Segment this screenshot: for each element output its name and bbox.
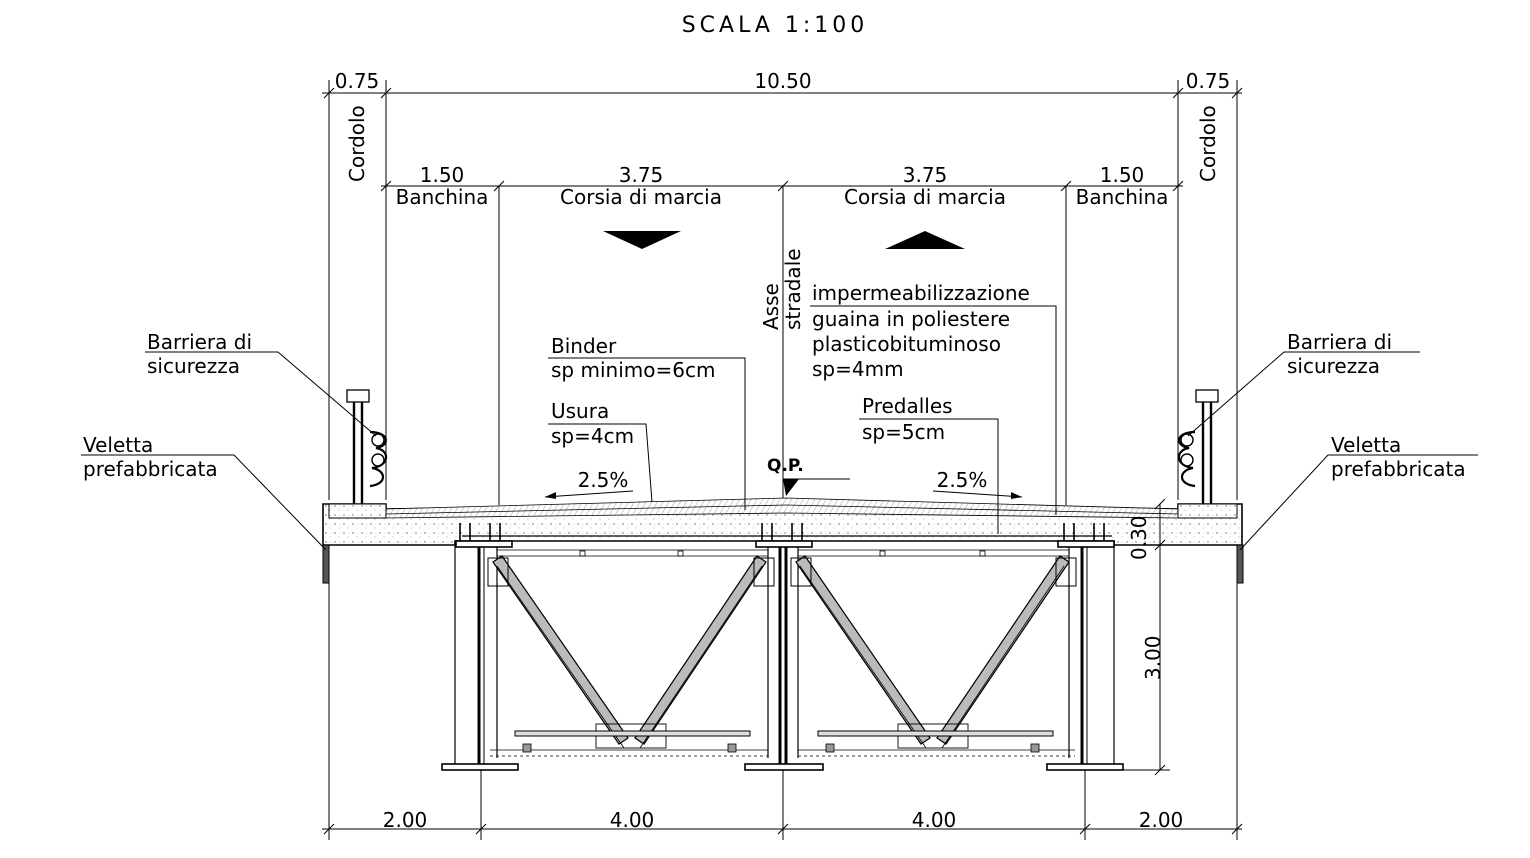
label-predalles-2: sp=5cm	[862, 420, 945, 444]
label-cordolo-left: Cordolo	[345, 105, 369, 182]
label-binder-2: sp minimo=6cm	[551, 358, 715, 382]
dim-shoulder-right: 1.50	[1100, 163, 1145, 187]
label-imperm-1: impermeabilizzazione	[812, 281, 1030, 305]
label-barriera-left-1: Barriera di	[147, 330, 252, 354]
leader-usura	[548, 423, 653, 503]
dim-bottom-4: 2.00	[1139, 808, 1184, 832]
label-veletta-right-1: Veletta	[1331, 433, 1401, 457]
bottom-dimension-line	[322, 583, 1243, 840]
label-corsia-right: Corsia di marcia	[844, 185, 1006, 209]
top-dimension-line	[322, 80, 1243, 500]
label-barriera-right-2: sicurezza	[1287, 354, 1380, 378]
label-veletta-left-1: Veletta	[83, 433, 153, 457]
label-usura-2: sp=4cm	[551, 424, 634, 448]
label-veletta-left-2: prefabbricata	[83, 457, 218, 481]
direction-arrow-up-icon	[885, 231, 965, 249]
dim-curb-right: 0.75	[1186, 69, 1231, 93]
label-veletta-right-2: prefabbricata	[1331, 457, 1466, 481]
dim-curb-left: 0.75	[335, 69, 380, 93]
leader-barriera-left	[145, 351, 377, 437]
label-asse: Asse	[759, 283, 783, 330]
label-usura-1: Usura	[551, 399, 609, 423]
dim-bottom-3: 4.00	[912, 808, 957, 832]
label-stradale: stradale	[781, 248, 805, 330]
dim-bottom-2: 4.00	[610, 808, 655, 832]
label-slope-right: 2.5%	[937, 468, 988, 492]
label-banchina-left: Banchina	[396, 185, 489, 209]
label-binder-1: Binder	[551, 334, 617, 358]
leader-imperm	[810, 305, 1057, 515]
dim-girder-height: 3.00	[1141, 635, 1165, 680]
leader-veletta-right	[1239, 454, 1478, 551]
safety-barrier-left	[346, 389, 388, 504]
label-imperm-2: guaina in poliestere	[812, 307, 1010, 331]
dim-lane-right: 3.75	[903, 163, 948, 187]
label-qp: Q.P.	[767, 456, 804, 476]
label-slope-left: 2.5%	[578, 468, 629, 492]
label-barriera-left-2: sicurezza	[147, 354, 240, 378]
label-corsia-left: Corsia di marcia	[560, 185, 722, 209]
steel-girders	[441, 540, 1124, 771]
dim-lane-left: 3.75	[619, 163, 664, 187]
label-cordolo-right: Cordolo	[1196, 105, 1220, 182]
slope-line-left	[544, 490, 634, 498]
leader-veletta-left	[81, 454, 327, 551]
dim-deck-thickness: 0.30	[1127, 515, 1151, 560]
label-barriera-right-1: Barriera di	[1287, 330, 1392, 354]
label-imperm-3: plasticobituminoso	[812, 332, 1001, 356]
dim-shoulder-left: 1.50	[420, 163, 465, 187]
scale-title: SCALA 1:100	[682, 13, 869, 38]
slope-line-right	[932, 490, 1023, 498]
dim-bottom-1: 2.00	[383, 808, 428, 832]
dim-total-width: 10.50	[754, 69, 811, 93]
slope-arrow-right-icon	[1011, 492, 1022, 499]
slope-arrow-left-icon	[545, 492, 556, 499]
qp-marker-icon	[783, 479, 799, 496]
leader-barriera-right	[1187, 351, 1420, 437]
safety-barrier-right	[1177, 389, 1219, 504]
label-banchina-right: Banchina	[1076, 185, 1169, 209]
label-predalles-1: Predalles	[862, 394, 953, 418]
label-imperm-4: sp=4mm	[812, 357, 904, 381]
cross-bracing-right	[790, 549, 1077, 757]
leader-binder	[548, 357, 746, 510]
deck-slab	[322, 497, 1244, 584]
vertical-dimension-line	[1114, 498, 1170, 776]
cross-bracing-left	[487, 549, 775, 757]
direction-arrow-down-icon	[603, 231, 681, 249]
lane-dimension-line	[380, 180, 1184, 530]
